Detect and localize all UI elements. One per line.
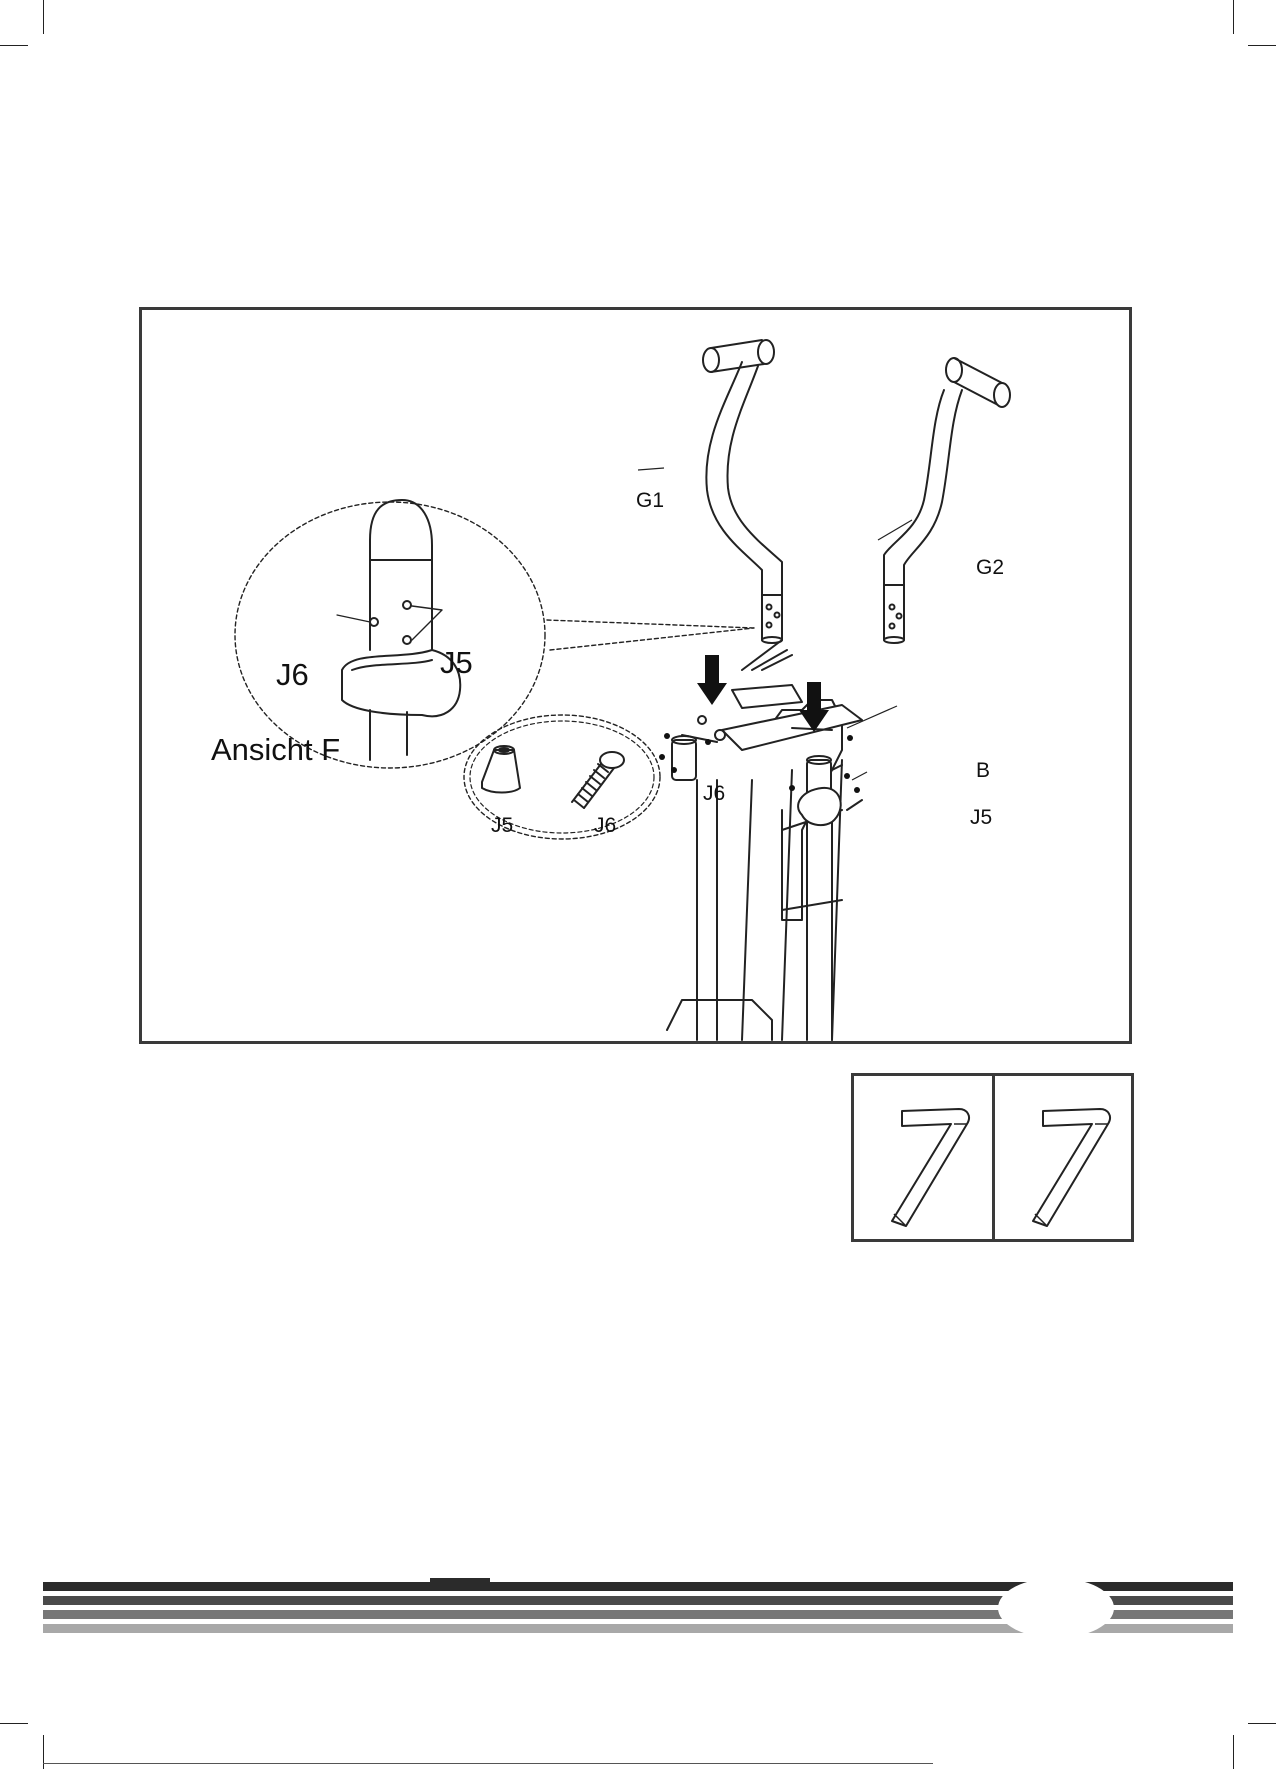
bottom-trim-line [43,1763,933,1764]
allen-key-icon [995,1076,1133,1239]
page-number [1000,1584,1112,1634]
label-j6-parts: J6 [594,815,616,836]
handlebar-g1 [703,340,782,643]
crop-mark-top-left-h [0,45,28,46]
label-j5-main: J5 [970,807,992,828]
label-j5-detail: J5 [440,647,473,678]
console-mast-b [667,640,862,1040]
crop-mark-top-right-v [1233,0,1234,34]
tools-panel [851,1073,1134,1242]
label-j6-main: J6 [703,783,725,804]
crop-mark-top-left-v [43,0,44,34]
view-caption: Ansicht F [211,734,340,765]
crop-mark-bottom-right-v [1233,1735,1234,1769]
handlebar-g2 [884,358,1010,643]
assembly-figure: G1 G2 B J6 J5 J6 J5 Ansicht F J5 J6 [139,307,1132,1044]
label-b: B [976,760,990,781]
detail-view-f [235,500,754,768]
crop-mark-bottom-left-h [0,1723,28,1724]
label-g1: G1 [636,490,664,511]
crop-mark-bottom-right-h [1248,1723,1276,1724]
tool-cell-2 [995,1076,1133,1239]
label-j6-detail: J6 [276,659,309,690]
down-arrow-left [697,655,727,705]
label-g2: G2 [976,557,1004,578]
label-j5-parts: J5 [491,815,513,836]
allen-key-icon [854,1076,992,1239]
crop-mark-top-right-h [1248,45,1276,46]
tool-cell-1 [854,1076,992,1239]
